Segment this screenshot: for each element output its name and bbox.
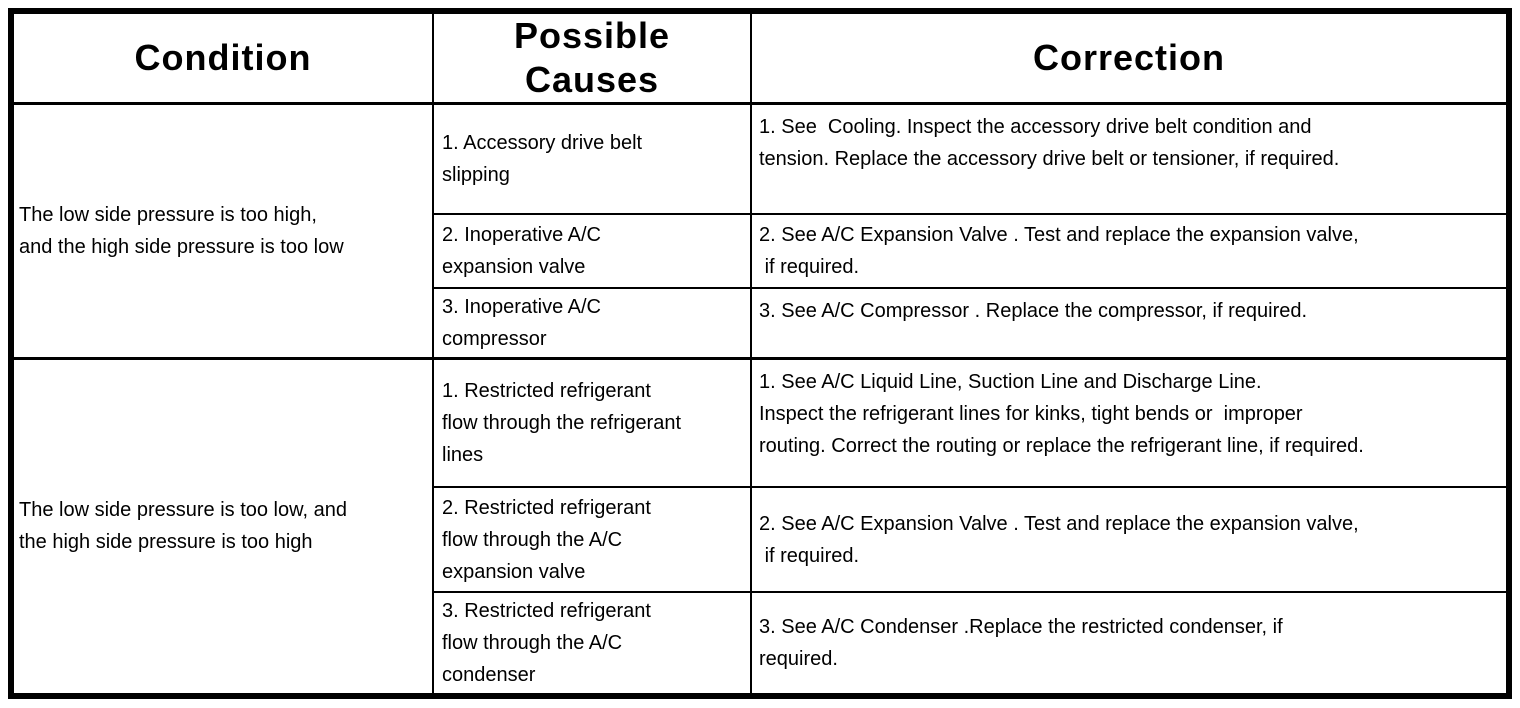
cause-cell: 2. Restricted refrigerant flow through t… (432, 486, 752, 593)
correction-cell: 2. See A/C Expansion Valve . Test and re… (750, 486, 1510, 593)
cause-cell: 3. Inoperative A/C compressor (432, 286, 752, 359)
table-row: 3. Restricted refrigerant flow through t… (11, 591, 1510, 697)
correction-cell: 2. See A/C Expansion Valve . Test and re… (750, 212, 1510, 289)
header-correction: Correction (750, 10, 1510, 105)
header-row: Condition Possible Causes Correction (10, 10, 1510, 105)
correction-cell: 1. See Cooling. Inspect the accessory dr… (750, 102, 1510, 215)
cause-cell: 1. Accessory drive belt slipping (432, 102, 752, 215)
table-row: 2. Restricted refrigerant flow through t… (11, 486, 1510, 593)
table-row: 3. Inoperative A/C compressor 3. See A/C… (11, 286, 1510, 359)
table-body: The low side pressure is too high, and t… (10, 102, 1510, 697)
correction-cell: 1. See A/C Liquid Line, Suction Line and… (750, 356, 1510, 488)
correction-cell: 3. See A/C Condenser .Replace the restri… (750, 591, 1510, 697)
table-row: 2. Inoperative A/C expansion valve 2. Se… (11, 212, 1510, 289)
cause-cell: 1. Restricted refrigerant flow through t… (432, 356, 752, 488)
table-row: The low side pressure is too low, and th… (10, 356, 1510, 697)
correction-cell: 3. See A/C Compressor . Replace the comp… (750, 286, 1510, 359)
header-condition: Condition (10, 10, 434, 105)
header-possible-causes: Possible Causes (432, 10, 752, 105)
cause-cell: 2. Inoperative A/C expansion valve (432, 212, 752, 289)
condition-cell: The low side pressure is too high, and t… (10, 102, 434, 359)
table-row: The low side pressure is too high, and t… (10, 102, 1510, 359)
condition-cell: The low side pressure is too low, and th… (10, 356, 434, 697)
table-header: Condition Possible Causes Correction (10, 10, 1510, 105)
cause-cell: 3. Restricted refrigerant flow through t… (432, 591, 752, 697)
ac-diagnosis-table: Condition Possible Causes Correction The… (8, 8, 1512, 699)
